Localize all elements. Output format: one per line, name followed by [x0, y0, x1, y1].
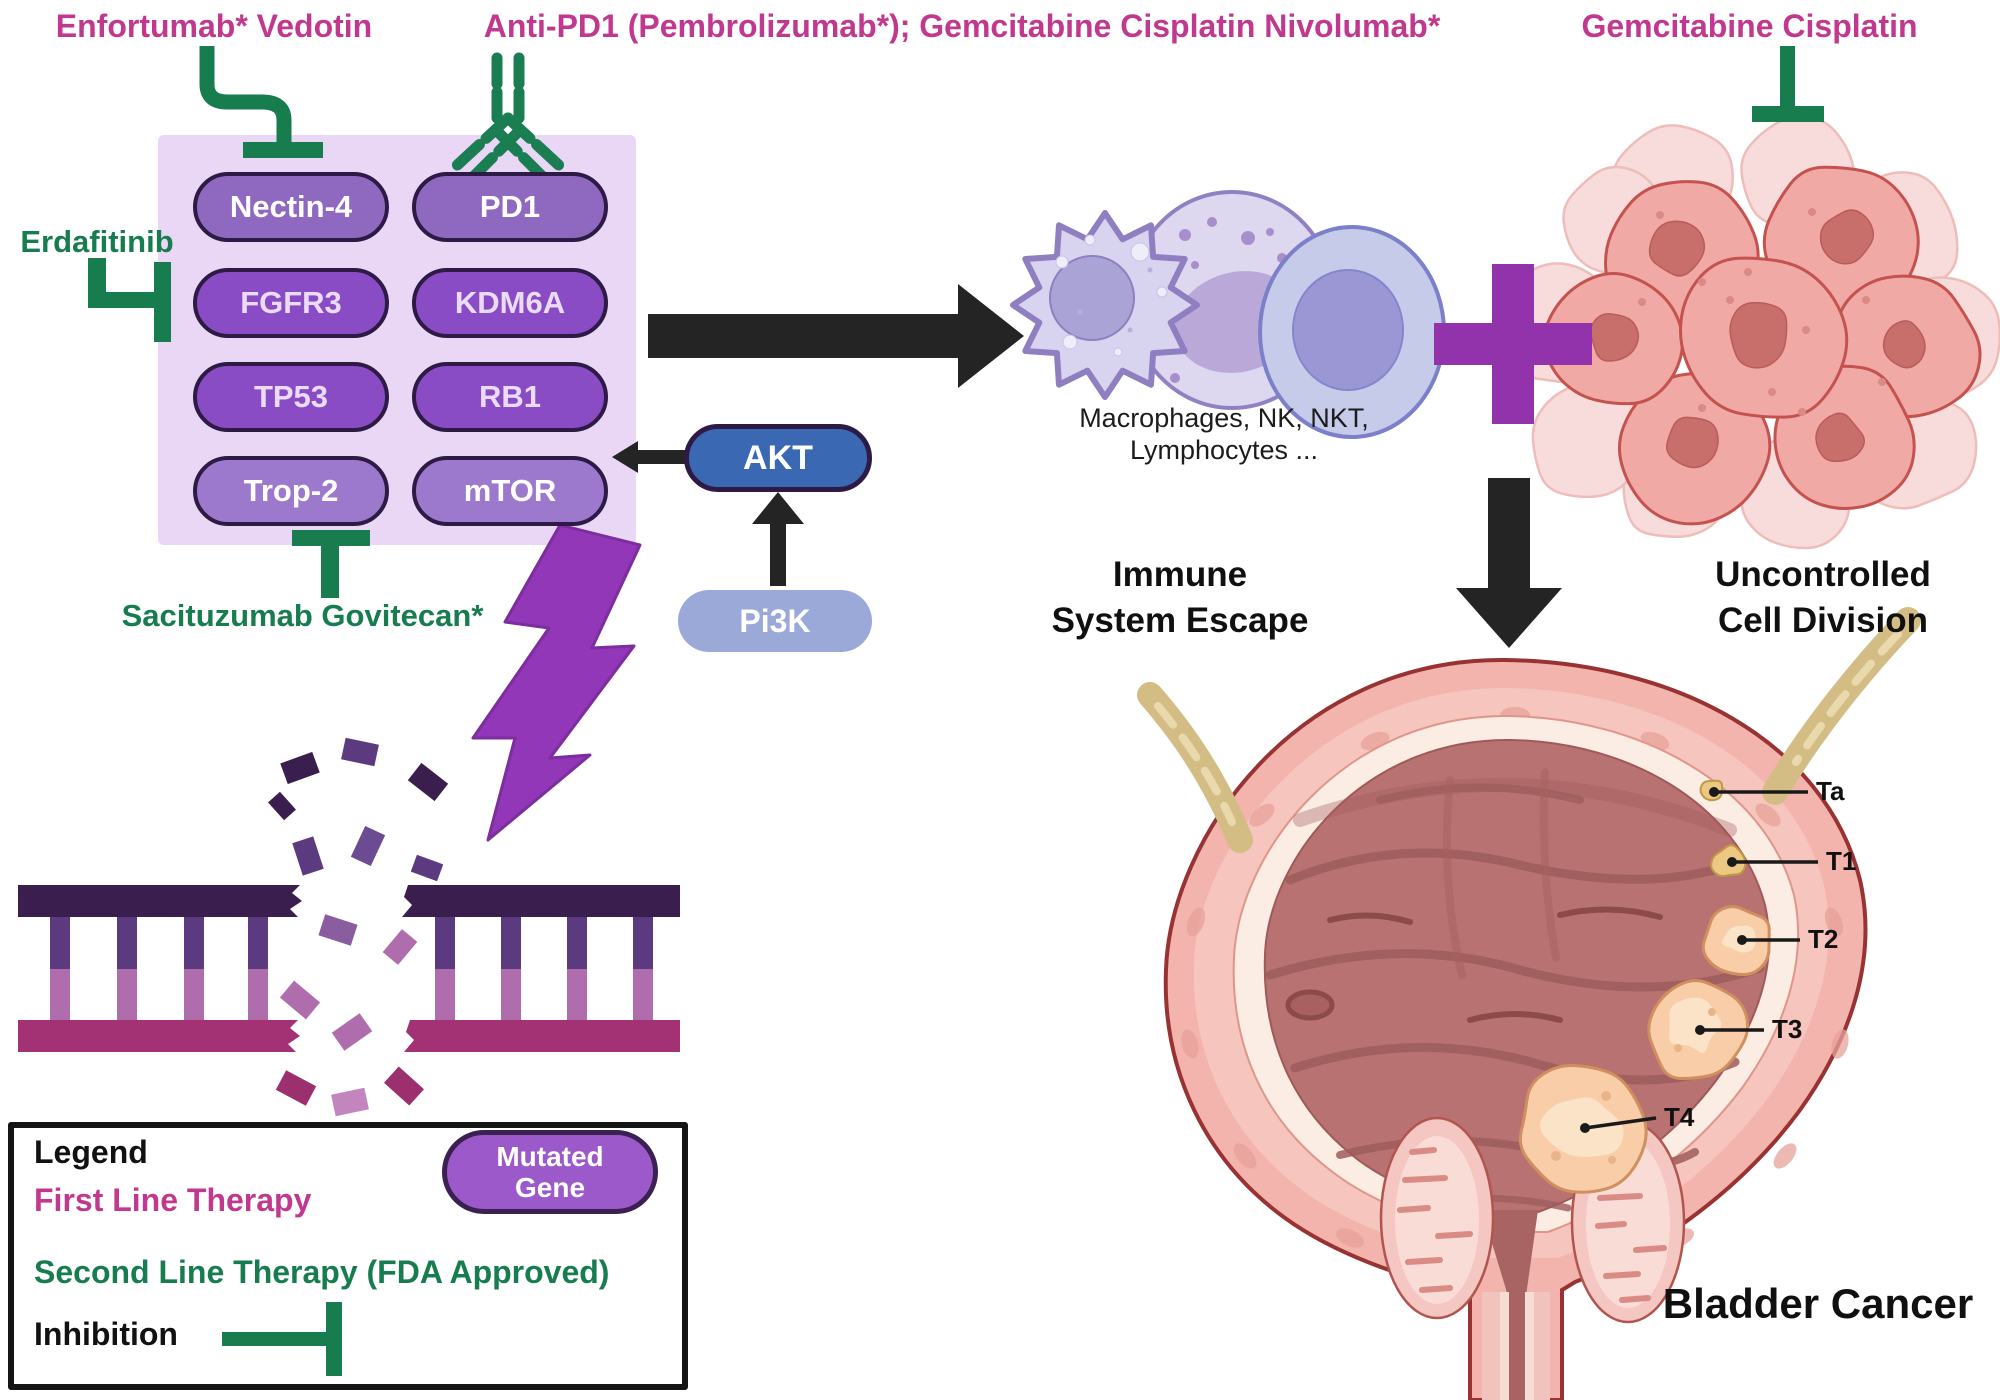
tumor-stage-leader-lines	[1580, 787, 1818, 1133]
anti-pd1-title: Anti-PD1 (Pembrolizumab*); Gemcitabine C…	[483, 8, 1441, 44]
gene-label: KDM6A	[454, 285, 566, 320]
uncontrolled-division-label: Uncontrolled Cell Division	[1658, 552, 1988, 644]
mutated-gene-line1: Mutated	[496, 1140, 604, 1172]
immune-escape-line2: System Escape	[1051, 601, 1309, 641]
gene-label: Nectin-4	[229, 189, 353, 224]
legend-mutated-gene-pill: Mutated Gene	[442, 1130, 658, 1214]
gemcitabine-inhibitor	[1752, 46, 1824, 122]
legend-title: Legend	[34, 1134, 148, 1170]
legend-inhibition-icon	[222, 1302, 342, 1376]
inhibitor-line	[88, 292, 158, 308]
bladder-cancer-label: Bladder Cancer	[1662, 1280, 1974, 1327]
akt-node: AKT	[684, 424, 872, 492]
enfortumab-title: Enfortumab* Vedotin	[55, 8, 373, 44]
gene-label: TP53	[253, 379, 329, 414]
gene-pill-tp53: TP53	[193, 362, 389, 432]
tumor-cell-nuclei	[1590, 209, 1926, 469]
stage-label-t3: T3	[1772, 1014, 1803, 1044]
stage-label-t1: T1	[1826, 846, 1857, 876]
bladder-neck	[1482, 1210, 1538, 1296]
legend-first-line: First Line Therapy	[34, 1182, 312, 1218]
gene-pill-rb1: RB1	[412, 362, 608, 432]
caption-line1: Macrophages, NK, NKT,	[1079, 403, 1369, 433]
immune-escape-label: Immune System Escape	[1012, 552, 1348, 644]
urethra-channel	[1509, 1292, 1525, 1400]
gene-label: PD1	[479, 189, 541, 224]
lymphocyte-icon	[1258, 225, 1446, 439]
stage-label-t4: T4	[1664, 1102, 1695, 1132]
pi3k-label: Pi3K	[739, 602, 811, 639]
immune-cells	[1010, 190, 1446, 439]
gene-pill-pd1: PD1	[412, 172, 608, 242]
erdafitinib-label: Erdafitinib	[20, 224, 174, 259]
inhibition-bar-icon	[154, 262, 171, 342]
lightning-bolt-icon	[471, 523, 642, 842]
pi3k-node: Pi3K	[678, 590, 872, 652]
arrow-down	[1456, 478, 1562, 648]
immune-escape-line1: Immune	[1112, 555, 1248, 594]
caption-line2: Lymphocytes ...	[1129, 435, 1319, 466]
inhibition-bar-icon	[243, 142, 323, 158]
bladder-illustration	[1137, 607, 1921, 1400]
antibody-icon	[446, 52, 570, 188]
dna-top-rail-left	[18, 885, 302, 917]
inhibition-bar-icon	[1752, 106, 1824, 122]
immune-cells-caption: Macrophages, NK, NKT, Lymphocytes ...	[1054, 402, 1394, 467]
plus-icon	[1434, 264, 1592, 424]
arrow-akt-to-mtor	[612, 441, 686, 473]
gene-label: FGFR3	[240, 285, 342, 320]
dna-fragments	[268, 737, 449, 1117]
stage-label-ta: Ta	[1816, 776, 1845, 806]
inhibitor-stem	[1780, 46, 1795, 110]
enfortumab-inhibitor	[199, 46, 323, 158]
legend-second-line: Second Line Therapy (FDA Approved)	[34, 1254, 610, 1290]
gemcitabine-title: Gemcitabine Cisplatin	[1581, 8, 1918, 44]
gene-pill-nectin4: Nectin-4	[193, 172, 389, 242]
legend-inhibition-label: Inhibition	[34, 1316, 178, 1352]
uncontrolled-line2: Cell Division	[1717, 601, 1929, 641]
macrophage-icon	[1010, 210, 1200, 400]
erdafitinib-inhibitor	[88, 258, 171, 342]
gene-pill-fgfr3: FGFR3	[193, 268, 389, 338]
gene-label: Trop-2	[243, 473, 339, 508]
gene-pill-trop2: Trop-2	[193, 456, 389, 526]
gene-pill-mtor: mTOR	[412, 456, 608, 526]
inhibitor-stub	[88, 258, 106, 302]
inhibitor-stem	[321, 546, 339, 598]
dna-bottom-rail-left	[18, 1020, 300, 1052]
prostate-left-lobe	[1379, 1116, 1495, 1320]
gene-label: RB1	[478, 379, 541, 414]
arrow-pi3k-to-akt	[752, 492, 804, 586]
ureter-left	[1137, 682, 1253, 853]
sacituzumab-label: Sacituzumab Govitecan*	[121, 598, 484, 633]
uncontrolled-line1: Uncontrolled	[1715, 555, 1931, 594]
dna-bottom-rail-right	[404, 1020, 680, 1052]
arrow-main-right	[648, 284, 1024, 388]
gene-pill-kdm6a: KDM6A	[412, 268, 608, 338]
tumor-cell-dots	[1638, 208, 1886, 416]
stage-label-t2: T2	[1808, 924, 1839, 954]
dna-break-illustration	[18, 737, 680, 1117]
sacituzumab-inhibitor	[292, 530, 370, 598]
gene-label: mTOR	[463, 473, 557, 508]
inhibitor-connector	[199, 46, 292, 142]
dna-rungs	[50, 917, 653, 1020]
mutated-gene-line2: Gene	[514, 1172, 586, 1203]
dna-top-rail-right	[402, 885, 680, 917]
ureter-right	[1762, 607, 1921, 805]
inhibition-bar-icon	[292, 530, 370, 546]
akt-label: AKT	[743, 438, 813, 477]
